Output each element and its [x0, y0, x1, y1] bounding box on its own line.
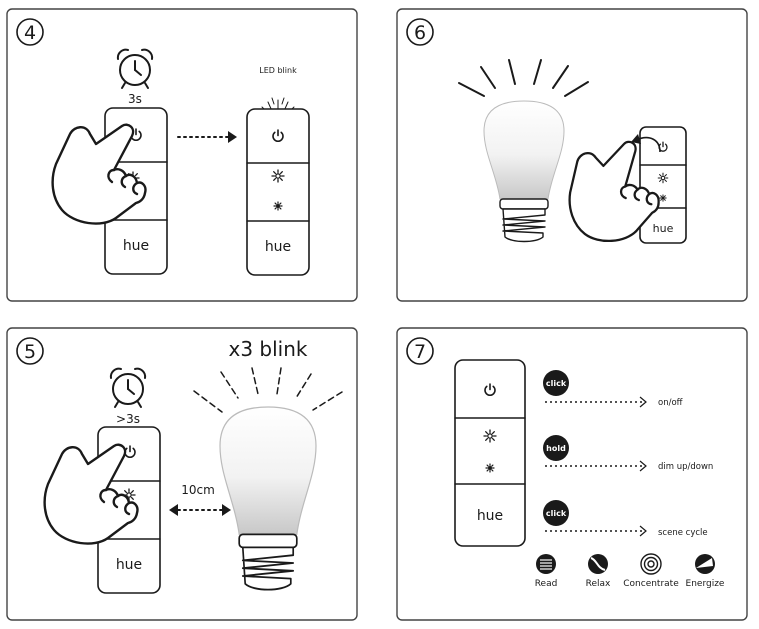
light-rays [193, 367, 343, 413]
scene-relax: Relax [586, 554, 611, 589]
step-number: 6 [414, 22, 426, 44]
scene-read: Read [535, 554, 558, 589]
scene-label: Read [535, 579, 558, 589]
timer-label: 3s [128, 92, 142, 106]
hue-logo: hue [265, 239, 291, 255]
brightness-down-icon [485, 463, 495, 473]
badge-label: hold [546, 444, 566, 453]
hue-logo: hue [123, 238, 149, 254]
action-label: on/off [658, 398, 684, 408]
scene-label: Relax [586, 579, 611, 589]
panel-step-4: 4 3s hue LED blink hue [6, 8, 358, 302]
badge-label: click [546, 509, 567, 518]
dimmer-remote [454, 359, 526, 547]
blink-label: LED blink [259, 66, 297, 75]
step-number: 7 [414, 341, 426, 363]
scene-energize: Energize [686, 554, 725, 589]
hue-logo: hue [116, 557, 142, 573]
concentrate-scene-icon [640, 553, 662, 575]
hue-logo: hue [477, 508, 503, 524]
hold-badge [543, 435, 569, 461]
click-badge [543, 500, 569, 526]
badge-label: click [546, 379, 567, 388]
panel-step-6: 6 hue [396, 8, 748, 302]
brightness-down-icon [273, 201, 283, 211]
click-badge [543, 370, 569, 396]
action-row-scene: click scene cycle [543, 500, 708, 538]
scene-label: Concentrate [623, 579, 679, 589]
hue-logo: hue [653, 222, 674, 235]
scene-concentrate: Concentrate [623, 553, 679, 589]
action-label: dim up/down [658, 462, 713, 472]
read-scene-icon [536, 554, 556, 574]
action-row-power: click on/off [543, 370, 684, 408]
brightness-down-icon [659, 194, 667, 202]
step-number: 5 [24, 341, 36, 363]
blink-label: x3 blink [229, 337, 308, 361]
panel-step-5: 5 >3s hue 10cm x3 blink [6, 327, 358, 621]
scene-label: Energize [686, 579, 725, 589]
panel-step-7: 7 hue click on/off hold dim up/down clic… [396, 327, 748, 621]
timer-label: >3s [116, 412, 140, 426]
step-number: 4 [24, 22, 36, 44]
light-rays [458, 59, 589, 97]
distance-label: 10cm [181, 483, 215, 497]
action-label: scene cycle [658, 528, 708, 538]
action-row-dim: hold dim up/down [543, 435, 713, 472]
